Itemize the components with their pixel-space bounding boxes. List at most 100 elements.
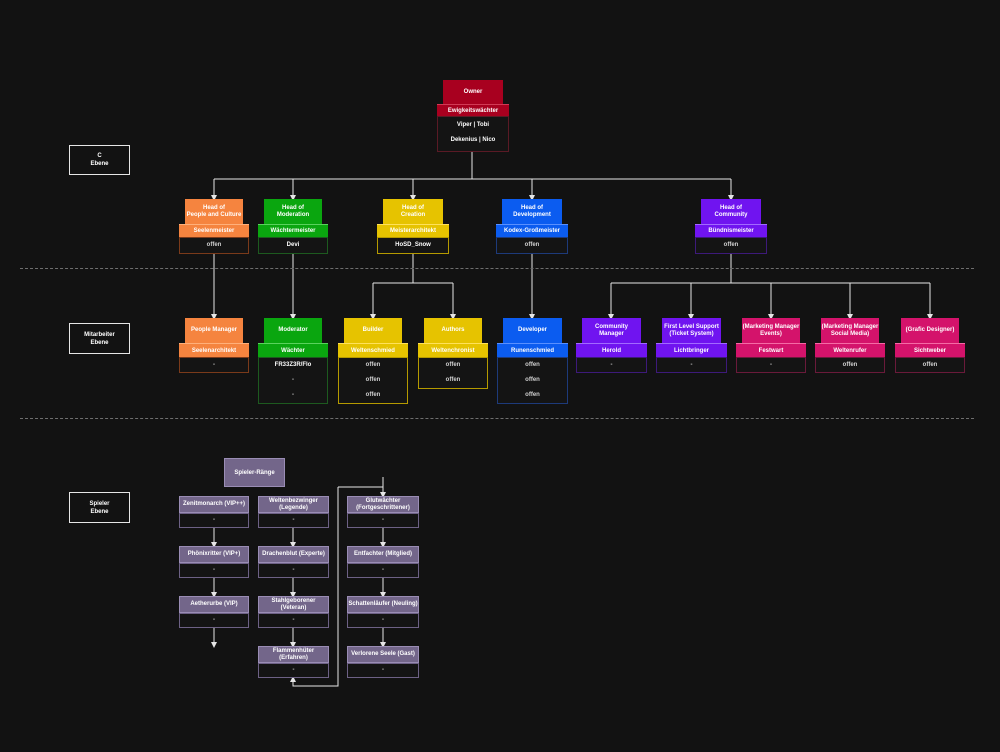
staff-role: Festwart xyxy=(736,343,806,357)
staff-slots: - xyxy=(576,357,647,373)
staff-title: (Marketing Manager Social Media) xyxy=(821,318,879,343)
rank-box: Weltenbezwinger (Legende) - xyxy=(258,496,329,528)
head-title: Head of Moderation xyxy=(264,199,322,224)
staff-slots: offen offen xyxy=(418,357,488,389)
slot-value: - xyxy=(610,362,613,368)
rank-name: Verlorene Seele (Gast) xyxy=(347,646,419,663)
staff-node-grafic-designer: (Grafic Designer) Sichtweber offen xyxy=(895,318,965,374)
staff-title: Builder xyxy=(344,318,402,343)
slot-value: offen xyxy=(922,362,938,368)
head-role: Bündnismeister xyxy=(695,224,767,237)
level-divider xyxy=(20,418,974,419)
head-title: Head of Creation xyxy=(383,199,443,224)
staff-role: Lichtbringer xyxy=(656,343,727,357)
slot-value: offen xyxy=(365,392,381,398)
rank-value: - xyxy=(382,617,384,623)
head-role: Kodex-Großmeister xyxy=(496,224,568,237)
owner-member: Viper | Tobi xyxy=(456,122,490,128)
level-label-c: C Ebene xyxy=(69,145,130,175)
slot-value: offen xyxy=(525,377,540,383)
rank-value-box: - xyxy=(179,563,249,578)
rank-value: - xyxy=(292,617,295,623)
rank-box: Schattenläufer (Neuling) - xyxy=(347,596,419,628)
staff-node-authors: Authors Weltenchronist offen offen xyxy=(418,318,488,389)
slot-value: offen xyxy=(445,362,461,368)
slot-value: HoSD_Snow xyxy=(395,242,431,248)
rank-name: Flammenhüter (Erfahren) xyxy=(258,646,329,663)
slot-value: offen xyxy=(365,362,381,368)
staff-node-moderator: Moderator Wächter FR33Z3R/Flo - - xyxy=(258,318,328,404)
owner-members: Viper | Tobi Dekenius | Nico xyxy=(437,116,509,152)
slot-value: - xyxy=(770,362,772,368)
owner-member: Dekenius | Nico xyxy=(450,137,496,143)
rank-name: Weltenbezwinger (Legende) xyxy=(258,496,329,513)
rank-value: - xyxy=(382,567,384,573)
staff-title: Developer xyxy=(503,318,562,343)
staff-slots: offen xyxy=(815,357,885,373)
rank-value: - xyxy=(292,517,295,523)
head-slots: offen xyxy=(695,237,767,254)
rank-name: Schattenläufer (Neuling) xyxy=(347,596,419,613)
staff-slots: - xyxy=(656,357,727,373)
staff-role: Seelenarchitekt xyxy=(179,343,249,357)
head-role: Seelenmeister xyxy=(179,224,249,237)
rank-value: - xyxy=(292,667,295,673)
slot-value: offen xyxy=(524,242,540,248)
level-divider xyxy=(20,268,974,269)
head-title: Head of Development xyxy=(502,199,562,224)
rank-value-box: - xyxy=(258,613,329,628)
rank-name: Aetherurbe (VIP) xyxy=(179,596,249,613)
rank-box: Zenitmonarch (VIP++) - xyxy=(179,496,249,528)
staff-slots: offen offen offen xyxy=(338,357,408,404)
slot-value: offen xyxy=(723,242,739,248)
rank-box: Glutwächter (Fortgeschrittener) - xyxy=(347,496,419,528)
rank-name: Phönixritter (VIP+) xyxy=(179,546,249,563)
rank-value-box: - xyxy=(258,513,329,528)
staff-role: Weltenchronist xyxy=(418,343,488,357)
ranks-title: Spieler-Ränge xyxy=(224,458,285,487)
owner-title: Owner xyxy=(443,80,503,104)
head-node-moderation: Head of Moderation Wächtermeister Devi xyxy=(258,199,328,255)
rank-value-box: - xyxy=(347,513,419,528)
head-role: Wächtermeister xyxy=(258,224,328,237)
head-title: Head of People and Culture xyxy=(185,199,243,224)
head-node-community: Head of Community Bündnismeister offen xyxy=(695,199,767,255)
head-slots: offen xyxy=(496,237,568,254)
head-role: Meisterarchitekt xyxy=(377,224,449,237)
slot-value: Devi xyxy=(286,242,300,248)
staff-title: Authors xyxy=(424,318,482,343)
staff-node-people-manager: People Manager Seelenarchitekt - xyxy=(179,318,249,374)
head-node-creation: Head of Creation Meisterarchitekt HoSD_S… xyxy=(377,199,449,255)
staff-title: First Level Support (Ticket System) xyxy=(662,318,721,343)
staff-role: Herold xyxy=(576,343,647,357)
head-node-development: Head of Development Kodex-Großmeister of… xyxy=(496,199,568,255)
rank-value-box: - xyxy=(258,663,329,678)
staff-node-developer: Developer Runenschmied offen offen offen xyxy=(497,318,568,404)
staff-role: Wächter xyxy=(258,343,328,357)
rank-value-box: - xyxy=(179,613,249,628)
slot-value: offen xyxy=(525,392,540,398)
staff-node-community-manager: Community Manager Herold - xyxy=(576,318,647,374)
staff-role: Runenschmied xyxy=(497,343,568,357)
rank-name: Entfachter (Mitglied) xyxy=(347,546,419,563)
slot-value: offen xyxy=(445,377,461,383)
rank-name: Glutwächter (Fortgeschrittener) xyxy=(347,496,419,513)
staff-title: Moderator xyxy=(264,318,322,343)
slot-value: offen xyxy=(365,377,381,383)
rank-value-box: - xyxy=(347,613,419,628)
staff-slots: - xyxy=(736,357,806,373)
owner-role: Ewigkeitswächter xyxy=(437,104,509,116)
staff-role: Weltenrufer xyxy=(815,343,885,357)
slot-value: - xyxy=(213,362,215,368)
slot-value: offen xyxy=(525,362,540,368)
rank-box: Stahlgeborener (Veteran) - xyxy=(258,596,329,628)
staff-slots: offen offen offen xyxy=(497,357,568,404)
slot-value: offen xyxy=(842,362,858,368)
slot-value: - xyxy=(690,362,693,368)
staff-title: People Manager xyxy=(185,318,243,343)
rank-value: - xyxy=(292,567,295,573)
rank-name: Zenitmonarch (VIP++) xyxy=(179,496,249,513)
owner-node: Owner Ewigkeitswächter Viper | Tobi Deke… xyxy=(437,80,509,152)
level-label-spieler: Spieler Ebene xyxy=(69,492,130,523)
